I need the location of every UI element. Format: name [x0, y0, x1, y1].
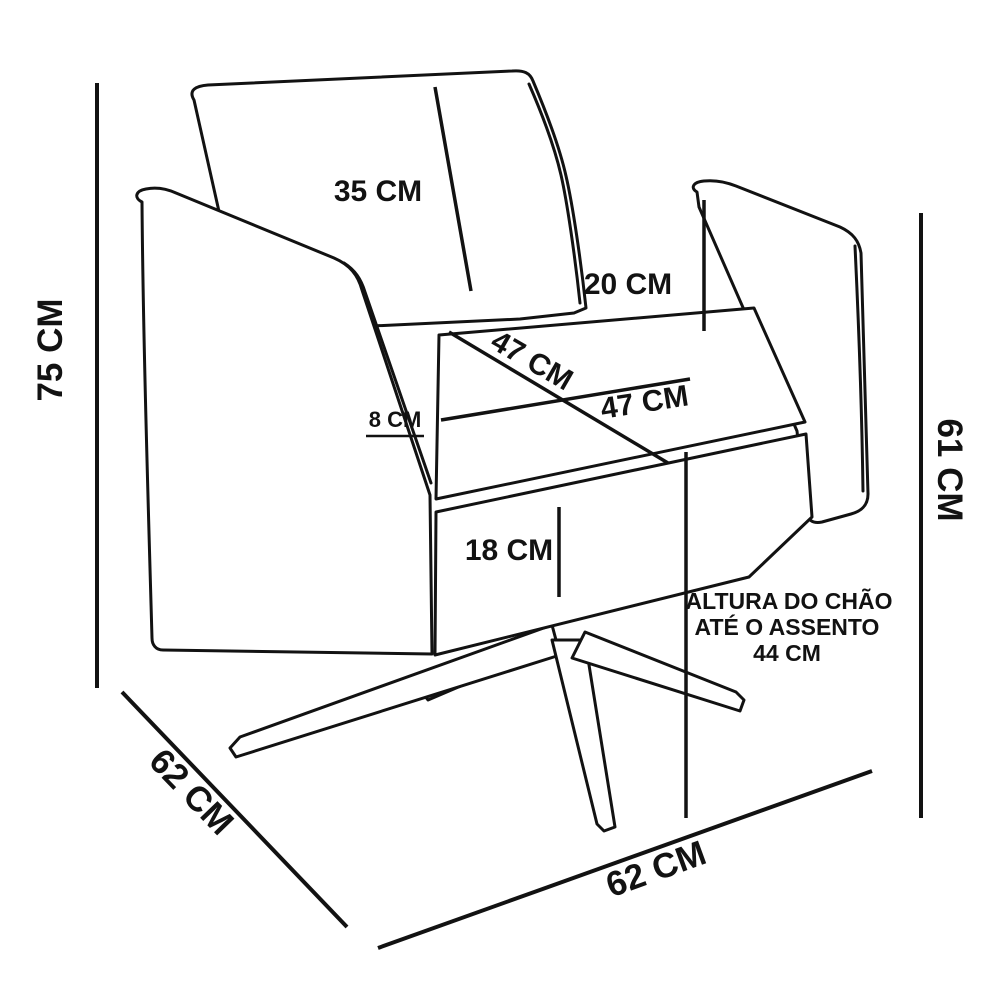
label-front-width: 62 CM [601, 833, 711, 905]
chair-base [433, 432, 814, 657]
label-arm-height: 61 CM [930, 418, 969, 521]
label-armrest-width: 8 CM [369, 407, 422, 432]
label-floor-to-seat-line2: ATÉ O ASSENTO [695, 613, 880, 640]
label-floor-to-seat-line3: 44 CM [753, 640, 821, 666]
dim-line-front-width [377, 769, 873, 950]
label-floor-to-seat-line1: ALTURA DO CHÃO [686, 587, 893, 614]
chair-backrest-edge-seam [527, 82, 582, 305]
chair-right-arm-edge-seam [853, 244, 865, 493]
chair-leg-right [570, 630, 746, 713]
dim-line-backrest-height [433, 86, 473, 292]
chair-right-arm [691, 179, 870, 524]
dim-line-side-depth [120, 690, 349, 929]
dim-line-seat-width [440, 377, 691, 422]
label-total-height: 75 CM [31, 298, 70, 401]
label-backrest-to-arm-drop: 20 CM [584, 268, 672, 301]
label-side-depth: 62 CM [141, 741, 241, 842]
dim-line-seat-depth [448, 330, 669, 465]
chair-left-arm [135, 186, 434, 656]
chair-left-arm-edge-seam [342, 261, 433, 485]
chair-seat-cushion [434, 306, 807, 501]
label-backrest-height: 35 CM [334, 175, 422, 208]
label-seat-skirt-height: 18 CM [465, 534, 553, 567]
